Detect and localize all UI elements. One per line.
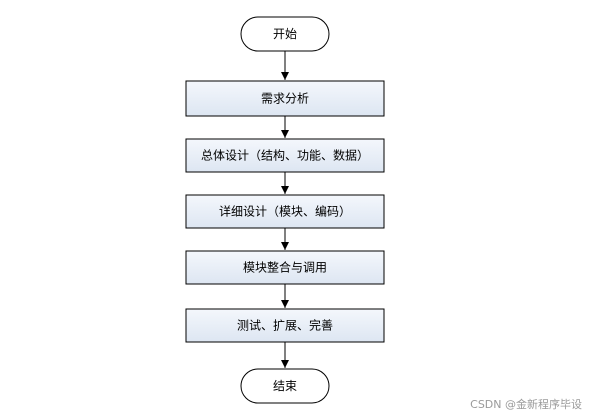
step-label: 总体设计（结构、功能、数据） [201, 148, 369, 163]
step-label: 测试、扩展、完善 [237, 318, 333, 333]
step-label: 需求分析 [261, 92, 309, 106]
watermark-text: CSDN @金新程序毕设 [470, 398, 582, 411]
end-label: 结束 [273, 379, 297, 393]
process-step-overall-design: 总体设计（结构、功能、数据） [185, 138, 385, 173]
end-node: 结束 [240, 368, 330, 404]
start-node: 开始 [240, 16, 330, 52]
step-label: 详细设计（模块、编码） [219, 204, 351, 219]
start-label: 开始 [273, 27, 297, 41]
process-step-testing: 测试、扩展、完善 [185, 308, 385, 343]
process-step-integration: 模块整合与调用 [185, 250, 385, 285]
process-step-detailed-design: 详细设计（模块、编码） [185, 194, 385, 229]
process-step-requirements: 需求分析 [185, 80, 385, 117]
step-label: 模块整合与调用 [243, 260, 327, 275]
